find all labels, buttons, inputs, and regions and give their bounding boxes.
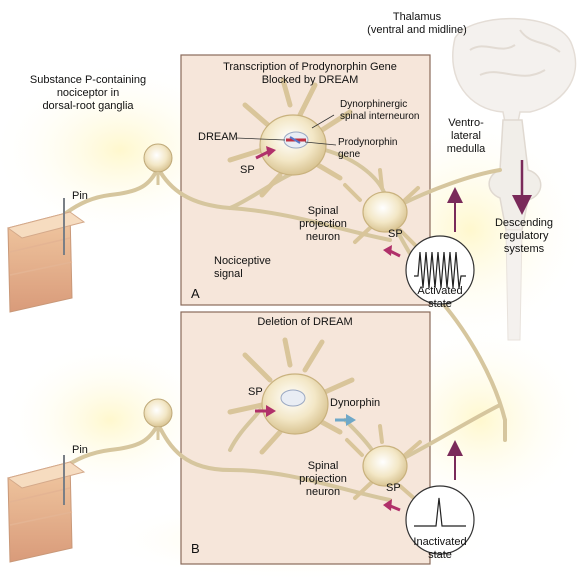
medulla-label: Ventro- lateral medulla xyxy=(446,117,486,155)
inactivated-state-indicator xyxy=(405,485,475,555)
projection-label-a: Spinal projection neuron xyxy=(299,205,347,243)
dream-label: DREAM xyxy=(198,131,238,143)
activated-state-label: Activated state xyxy=(417,285,463,310)
projection-label-b: Spinal projection neuron xyxy=(299,460,347,498)
skin-block-a xyxy=(6,211,86,313)
panel-b-box xyxy=(180,311,431,565)
interneuron-label: Dynorphinergic spinal interneuron xyxy=(340,99,420,122)
sp-label-a-projection: SP xyxy=(388,228,403,240)
leader-lines xyxy=(235,114,337,146)
sp-label-b-interneuron: SP xyxy=(248,386,263,398)
panel-a-box xyxy=(180,54,431,306)
sp-label-b-projection: SP xyxy=(386,482,401,494)
dynorphin-label: Dynorphin xyxy=(330,397,381,409)
brain-illustration xyxy=(452,17,577,341)
pin-label-b: Pin xyxy=(72,444,88,456)
nociceptive-signal-label: Nociceptive signal xyxy=(214,255,271,280)
panel-b-ganglion xyxy=(143,398,173,440)
panel-b-title: Deletion of DREAM xyxy=(257,316,353,328)
descending-label: Descending regulatory systems xyxy=(494,217,554,255)
panel-a-letter: A xyxy=(191,286,200,301)
panel-b-letter: B xyxy=(191,541,200,556)
inactivated-state-label: Inactivated state xyxy=(413,536,467,561)
panel-a-projection-neuron xyxy=(343,168,420,248)
panel-a-interneuron xyxy=(227,77,353,198)
panel-b-interneuron xyxy=(227,337,355,455)
activated-state-indicator xyxy=(405,235,475,305)
panel-a-ganglion xyxy=(143,143,173,185)
panel-b-arrows xyxy=(255,405,401,512)
panel-a-sp-arrows xyxy=(255,146,401,258)
thalamus-label: Thalamus (ventral and midline) xyxy=(367,11,467,36)
panel-a-title: Transcription of Prodynorphin Gene Block… xyxy=(223,61,397,86)
pin-label-a: Pin xyxy=(72,190,88,202)
sp-label-a-interneuron: SP xyxy=(240,164,255,176)
nociceptor-label: Substance P-containing nociceptor in dor… xyxy=(29,74,147,112)
panel-b-projection-neuron xyxy=(345,424,422,502)
prodynorphin-label: Prodynorphin gene xyxy=(338,137,398,160)
